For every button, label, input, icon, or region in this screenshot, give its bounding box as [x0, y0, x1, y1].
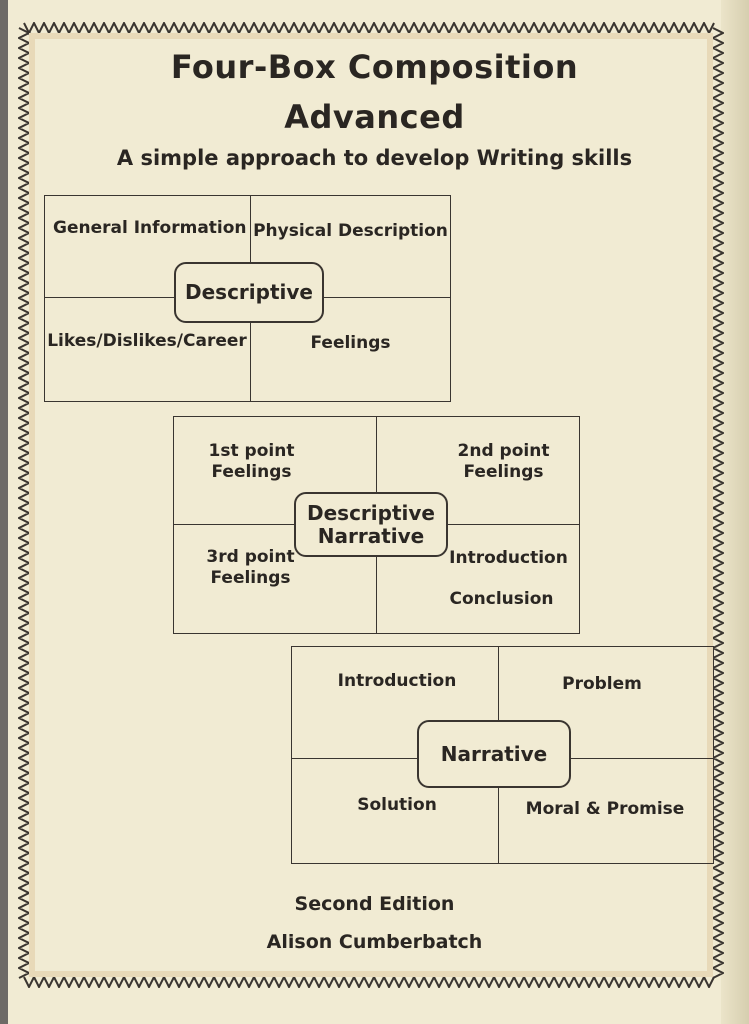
descriptive-top-left-label: General Information: [53, 218, 247, 238]
narrative-center-box: Narrative: [417, 720, 571, 788]
descriptive-center-box: Descriptive: [174, 262, 324, 323]
dn-bottom-left-line-1: 3rd point: [206, 547, 295, 567]
descriptive-narrative-center-box: Descriptive Narrative: [294, 492, 448, 557]
subtitle: A simple approach to develop Writing ski…: [116, 146, 633, 170]
dn-top-right-line-2: Feelings: [463, 462, 544, 482]
narrative-bottom-right-label: Moral & Promise: [525, 799, 685, 819]
narrative-top-left-label: Introduction: [337, 671, 457, 691]
narrative-center-label: Narrative: [440, 741, 548, 766]
title-line-1: Four-Box Composition: [170, 48, 579, 86]
author-name: Alison Cumberbatch: [266, 931, 483, 953]
descriptive-bottom-left-label: Likes/Dislikes/Career: [47, 331, 247, 351]
dn-bottom-left-line-2: Feelings: [210, 568, 291, 588]
descriptive-bottom-right-label: Feelings: [310, 333, 391, 353]
narrative-four-box: Introduction Problem Solution Moral & Pr…: [291, 646, 714, 864]
dn-top-right-label: 2nd point Feelings: [436, 441, 571, 483]
descriptive-narrative-four-box: 1st point Feelings 2nd point Feelings 3r…: [173, 416, 580, 634]
dn-top-left-label: 1st point Feelings: [189, 441, 314, 483]
narrative-bottom-left-label: Solution: [357, 795, 437, 815]
descriptive-center-label: Descriptive: [185, 280, 313, 304]
edition-label: Second Edition: [294, 893, 455, 915]
dn-bottom-left-label: 3rd point Feelings: [188, 547, 313, 589]
book-spine-edge: [0, 0, 8, 1024]
dn-top-right-line-1: 2nd point: [457, 441, 550, 461]
dn-bottom-right-line-1: Introduction: [449, 548, 568, 568]
dn-bottom-right-line-2: Conclusion: [449, 589, 554, 609]
zigzag-border: [18, 22, 724, 988]
dn-center-line-2: Narrative: [317, 523, 425, 548]
narrative-top-right-label: Problem: [562, 674, 642, 694]
title-line-2: Advanced: [284, 98, 465, 136]
dn-top-left-line-2: Feelings: [211, 462, 292, 482]
descriptive-top-right-label: Physical Description: [253, 221, 448, 241]
dn-top-left-line-1: 1st point: [208, 441, 295, 461]
page-edge: [721, 0, 749, 1024]
dn-center-line-1: Descriptive: [307, 500, 435, 525]
